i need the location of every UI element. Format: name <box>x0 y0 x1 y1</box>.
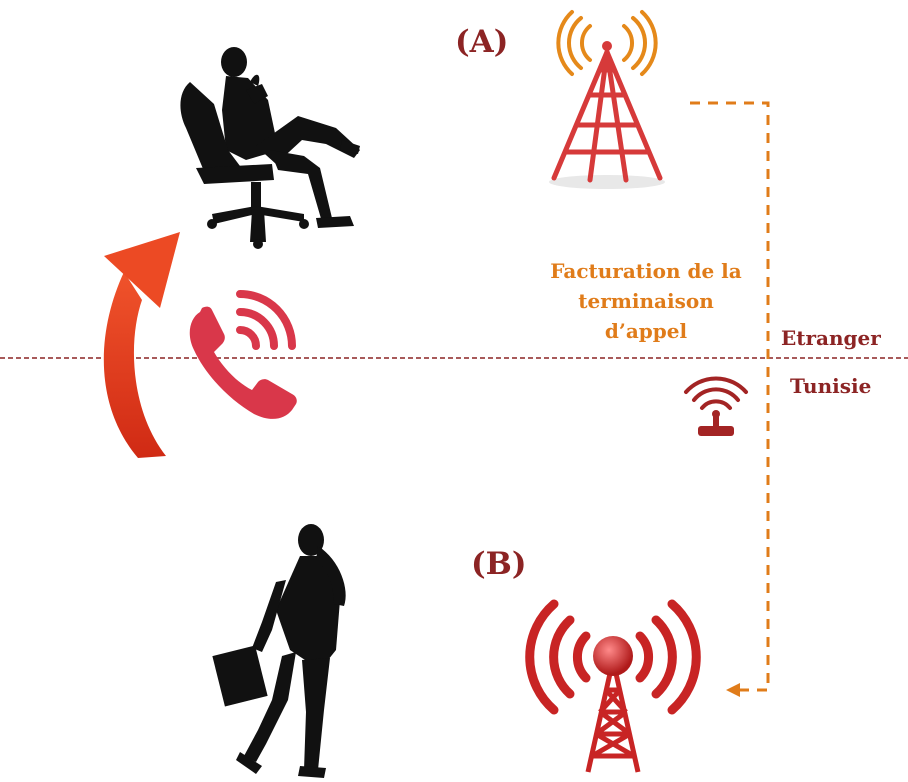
region-abroad-label: Etranger <box>781 326 881 350</box>
operator-a-label: (A) <box>455 24 509 60</box>
operator-b-label: (B) <box>471 546 527 582</box>
region-home-label: Tunisie <box>790 374 872 398</box>
billing-note-line-3: d’appel <box>604 319 688 343</box>
curved-arrow-icon <box>103 232 180 458</box>
routing-arrowhead <box>726 683 740 697</box>
seated-businessman-icon <box>180 47 360 249</box>
phone-call-icon <box>189 290 297 419</box>
walking-businessman-icon <box>212 524 346 778</box>
wifi-router-icon <box>684 376 748 436</box>
billing-note-line-2: terminaison <box>578 289 714 313</box>
billing-note-line-1: Facturation de la <box>550 259 742 283</box>
radio-tower-b-icon <box>525 599 701 773</box>
radio-tower-a-icon <box>549 10 665 189</box>
routing-path <box>690 101 770 692</box>
billing-note: Facturation de la terminaison d’appel <box>528 256 764 346</box>
